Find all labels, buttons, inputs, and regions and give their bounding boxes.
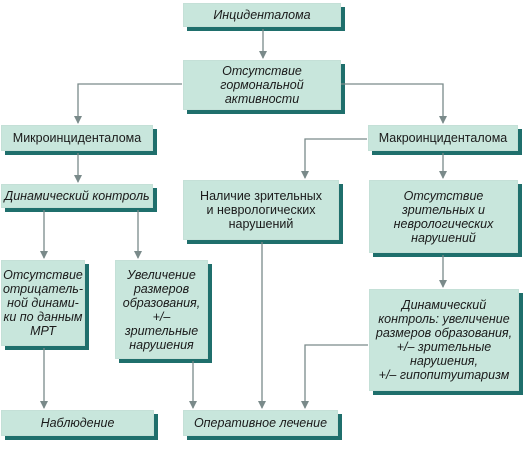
node-label: Инциденталома [213, 8, 311, 22]
node-surgery: Оперативное лечение [183, 410, 338, 436]
arrow-to-microincidentaloma [74, 83, 182, 124]
node-label: Наличие зрительных и неврологических нар… [200, 189, 322, 231]
node-label: Динамический контроль [4, 189, 150, 203]
node-visual-neuro-absent: Отсутствие зрительных и неврологических … [369, 180, 518, 253]
node-label: Увеличение размеров образования, +/– зри… [122, 267, 201, 352]
node-incidentaloma: Инциденталома [183, 3, 341, 27]
arrow-macro-to-visual-present [301, 138, 367, 179]
node-label: Микроинциденталома [12, 131, 142, 145]
node-dynamic-control: Динамический контроль [1, 184, 153, 208]
node-no-negative-dynamics: Отсутствие отрицатель- ной динами- ки по… [1, 260, 85, 346]
node-label: Динамический контроль: увеличение размер… [375, 298, 513, 382]
node-macroincidentaloma: Макроинциденталома [368, 125, 518, 151]
node-label: Отсутствие гормональной активности [220, 64, 304, 106]
arrow-to-macroincidentaloma [341, 83, 447, 124]
node-label: Наблюдение [40, 416, 115, 430]
node-observation: Наблюдение [1, 410, 154, 436]
node-visual-neuro-present: Наличие зрительных и неврологических нар… [183, 180, 339, 240]
node-label: Оперативное лечение [193, 416, 328, 430]
node-no-hormonal-activity: Отсутствие гормональной активности [183, 60, 341, 110]
arrow-dynamic-macro-to-surgery [301, 344, 368, 409]
node-label: Макроинциденталома [378, 131, 508, 145]
node-microincidentaloma: Микроинциденталома [1, 125, 153, 151]
node-dynamic-control-macro: Динамический контроль: увеличение размер… [369, 289, 519, 391]
node-label: Отсутствие отрицатель- ной динами- ки по… [2, 268, 84, 338]
node-size-increase: Увеличение размеров образования, +/– зри… [115, 260, 208, 359]
node-label: Отсутствие зрительных и неврологических … [393, 188, 494, 245]
